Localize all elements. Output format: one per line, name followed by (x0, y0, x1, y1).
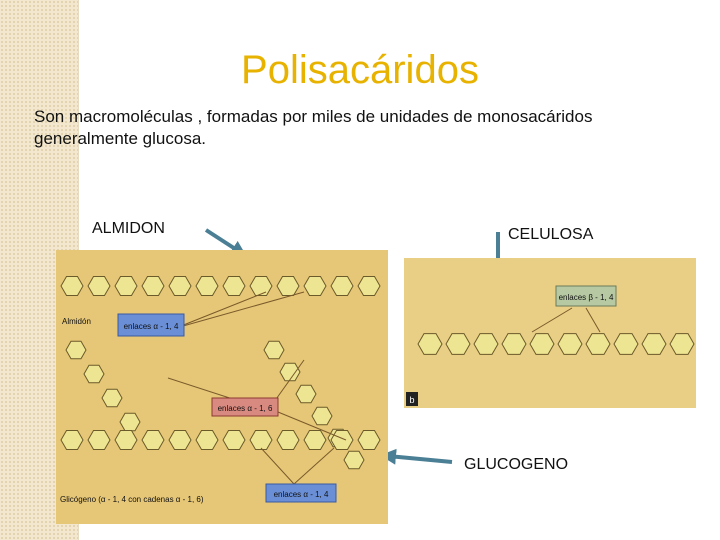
box-enlaces-a16 (211, 397, 279, 417)
body-line-1: Son macromoléculas , formadas por miles … (34, 107, 593, 126)
glucose-hexagon (114, 430, 138, 450)
glucose-hexagon (141, 276, 165, 296)
glucose-hexagon (141, 430, 165, 450)
glucose-hexagon (114, 276, 138, 296)
glucose-hexagon (276, 430, 300, 450)
glucose-hexagon (473, 333, 499, 355)
glucose-hexagon (222, 430, 246, 450)
label-glucogeno: GLUCOGENO (464, 456, 569, 473)
glucose-hexagon (87, 430, 111, 450)
box-enlaces-b14 (555, 285, 617, 307)
glucose-hexagon (263, 340, 285, 360)
glucose-hexagon (249, 276, 273, 296)
slide-title: Polisacáridos (241, 48, 479, 92)
glucose-hexagon (87, 276, 111, 296)
glucose-hexagon (501, 333, 527, 355)
glucose-hexagon (168, 276, 192, 296)
panel-letter-bg (406, 392, 418, 406)
slide-body-text: Son macromoléculas , formadas por miles … (34, 106, 694, 150)
glucose-hexagon (295, 384, 317, 404)
box-enlaces-a14-bottom-text: enlaces α - 1, 4 (274, 490, 329, 499)
glucose-hexagon (343, 450, 365, 470)
glucose-hexagon (222, 276, 246, 296)
glucose-hexagon (357, 430, 381, 450)
label-almidon: ALMIDON (92, 220, 165, 237)
glucose-hexagon (557, 333, 583, 355)
box-enlaces-a14-bottom (265, 483, 337, 503)
glucose-hexagon (330, 276, 354, 296)
glucose-hexagon (279, 362, 301, 382)
glucose-hexagon (276, 276, 300, 296)
glucose-hexagon (65, 340, 87, 360)
glucose-hexagon (119, 412, 141, 432)
glucose-hexagon (249, 430, 273, 450)
glucose-hexagon (311, 406, 333, 426)
panel-letter: b (409, 395, 414, 405)
glucose-hexagon (330, 430, 354, 450)
box-enlaces-b14-text: enlaces β - 1, 4 (559, 293, 614, 302)
glucose-hexagon (83, 364, 105, 384)
glucose-hexagon (60, 276, 84, 296)
label-celulosa: CELULOSA (508, 226, 594, 243)
glucose-hexagon (60, 430, 84, 450)
glucose-hexagon (357, 276, 381, 296)
glucose-hexagon (613, 333, 639, 355)
body-line-2: generalmente glucosa. (34, 129, 207, 148)
almidon-glucogeno-diagram: enlaces α - 1, 4 enlaces α - 1, 6 enlace… (56, 250, 388, 524)
diagram-background (56, 250, 388, 524)
celulosa-diagram: enlaces β - 1, 4 b (404, 258, 696, 408)
box-enlaces-a14-top-text: enlaces α - 1, 4 (124, 322, 179, 331)
glucose-hexagon (303, 430, 327, 450)
glucose-hexagon (195, 276, 219, 296)
arrow-almidon (204, 228, 247, 257)
glucose-hexagon (585, 333, 611, 355)
diagram-background (404, 258, 696, 408)
box-enlaces-a16-text: enlaces α - 1, 6 (218, 404, 273, 413)
glucose-hexagon (101, 388, 123, 408)
glucose-hexagon (417, 333, 443, 355)
arrow-glucogeno (380, 448, 453, 465)
glucose-hexagon (195, 430, 219, 450)
box-enlaces-a14-top (117, 313, 185, 337)
glucose-hexagon (529, 333, 555, 355)
glucose-hexagon (168, 430, 192, 450)
caption-glicogeno: Glicógeno (α - 1, 4 con cadenas α - 1, 6… (60, 495, 204, 504)
glucose-hexagon (641, 333, 667, 355)
glucose-hexagon (669, 333, 695, 355)
glucose-hexagon (445, 333, 471, 355)
caption-almidon: Almidón (62, 317, 91, 326)
glucose-hexagon (303, 276, 327, 296)
